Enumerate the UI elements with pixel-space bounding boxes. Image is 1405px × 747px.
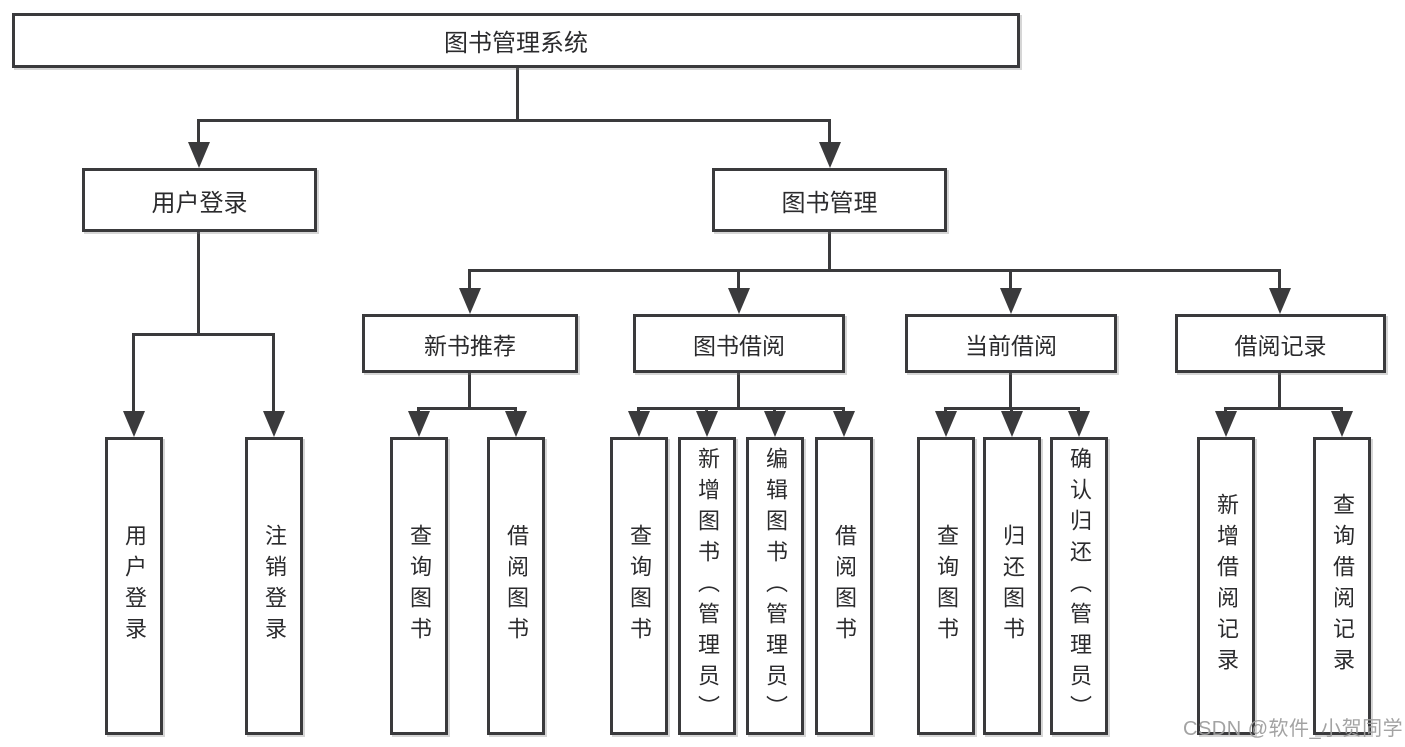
connector-user-login-leaf-branch <box>132 333 275 336</box>
leaf-confirm-return-admin-label: 确认归还（管理员） <box>1067 446 1092 726</box>
arrow-down-icon <box>123 411 145 437</box>
node-user-login-label: 用户登录 <box>151 189 248 217</box>
leaf-borrow-books-label: 借阅图书 <box>832 524 857 648</box>
leaf-edit-books-admin: 编辑图书（管理员） <box>746 437 804 735</box>
arrow-down-icon <box>263 411 285 437</box>
node-new-book-recommend: 新书推荐 <box>362 314 578 373</box>
arrow-down-icon <box>459 288 481 314</box>
connector-user-login-drop <box>197 119 200 143</box>
arrow-down-icon <box>1331 411 1353 437</box>
arrow-down-icon <box>1215 411 1237 437</box>
arrow-down-icon <box>188 142 210 168</box>
connector-book-borrow-stem <box>737 373 740 409</box>
connector-section-drop <box>1278 269 1281 290</box>
leaf-edit-books-admin-label: 编辑图书（管理员） <box>763 446 788 726</box>
connector-leaf-drop <box>272 333 275 413</box>
arrow-down-icon <box>696 411 718 437</box>
node-book-borrow-label: 图书借阅 <box>693 332 785 359</box>
node-borrow-records: 借阅记录 <box>1175 314 1386 373</box>
arrow-down-icon <box>408 411 430 437</box>
arrow-down-icon <box>1001 411 1023 437</box>
leaf-borrow-books-recommend-label: 借阅图书 <box>504 524 529 648</box>
leaf-query-books-recommend-label: 查询图书 <box>407 524 432 648</box>
arrow-down-icon <box>628 411 650 437</box>
leaf-query-books-borrow-label: 查询图书 <box>627 524 652 648</box>
connector-user-login-stem <box>197 232 200 335</box>
node-library-system-label: 图书管理系统 <box>444 30 588 57</box>
leaf-add-borrow-record-label: 新增借阅记录 <box>1214 493 1239 679</box>
arrow-down-icon <box>505 411 527 437</box>
connector-borrow-records-stem <box>1278 373 1281 409</box>
leaf-logout-label: 注销登录 <box>262 524 287 648</box>
arrow-down-icon <box>833 411 855 437</box>
connector-section-drop <box>468 269 471 290</box>
node-borrow-records-label: 借阅记录 <box>1234 332 1327 359</box>
arrow-down-icon <box>935 411 957 437</box>
node-book-management-label: 图书管理 <box>781 189 878 217</box>
leaf-query-borrow-record-label: 查询借阅记录 <box>1330 493 1355 679</box>
csdn-watermark: CSDN @软件_小贺同学 <box>1183 718 1404 740</box>
leaf-borrow-books: 借阅图书 <box>815 437 873 735</box>
leaf-query-books-borrow: 查询图书 <box>610 437 668 735</box>
arrow-down-icon <box>728 288 750 314</box>
arrow-down-icon <box>1068 411 1090 437</box>
arrow-down-icon <box>764 411 786 437</box>
leaf-query-books-recommend: 查询图书 <box>390 437 448 735</box>
connector-borrow-records-leaf-branch <box>1224 407 1343 410</box>
leaf-add-borrow-record: 新增借阅记录 <box>1197 437 1255 735</box>
leaf-query-books-current-label: 查询图书 <box>934 524 959 648</box>
node-user-login: 用户登录 <box>82 168 317 232</box>
connector-new-book-leaf-branch <box>417 407 517 410</box>
leaf-logout: 注销登录 <box>245 437 303 735</box>
leaf-return-books-label: 归还图书 <box>1000 524 1025 648</box>
connector-root-branch <box>197 119 831 122</box>
connector-new-book-stem <box>468 373 471 409</box>
connector-book-mgmt-stem <box>828 232 831 271</box>
leaf-borrow-books-recommend: 借阅图书 <box>487 437 545 735</box>
node-current-borrow: 当前借阅 <box>905 314 1117 373</box>
node-book-borrow: 图书借阅 <box>633 314 845 373</box>
arrow-down-icon <box>1000 288 1022 314</box>
leaf-query-borrow-record: 查询借阅记录 <box>1313 437 1371 735</box>
connector-section-drop <box>737 269 740 290</box>
leaf-query-books-current: 查询图书 <box>917 437 975 735</box>
arrow-down-icon <box>819 142 841 168</box>
connector-leaf-drop <box>132 333 135 413</box>
node-library-system: 图书管理系统 <box>12 13 1020 68</box>
leaf-add-books-admin-label: 新增图书（管理员） <box>695 446 720 726</box>
leaf-user-login-label: 用户登录 <box>122 524 147 648</box>
node-book-management: 图书管理 <box>712 168 947 232</box>
connector-book-mgmt-drop <box>828 119 831 143</box>
leaf-return-books: 归还图书 <box>983 437 1041 735</box>
leaf-add-books-admin: 新增图书（管理员） <box>678 437 736 735</box>
connector-current-borrow-stem <box>1009 373 1012 409</box>
leaf-user-login: 用户登录 <box>105 437 163 735</box>
arrow-down-icon <box>1269 288 1291 314</box>
connector-root-stem <box>516 68 519 120</box>
connector-book-mgmt-branch <box>468 269 1281 272</box>
connector-book-borrow-leaf-branch <box>637 407 845 410</box>
connector-section-drop <box>1009 269 1012 290</box>
node-new-book-recommend-label: 新书推荐 <box>424 332 516 359</box>
leaf-confirm-return-admin: 确认归还（管理员） <box>1050 437 1108 735</box>
node-current-borrow-label: 当前借阅 <box>965 332 1057 359</box>
